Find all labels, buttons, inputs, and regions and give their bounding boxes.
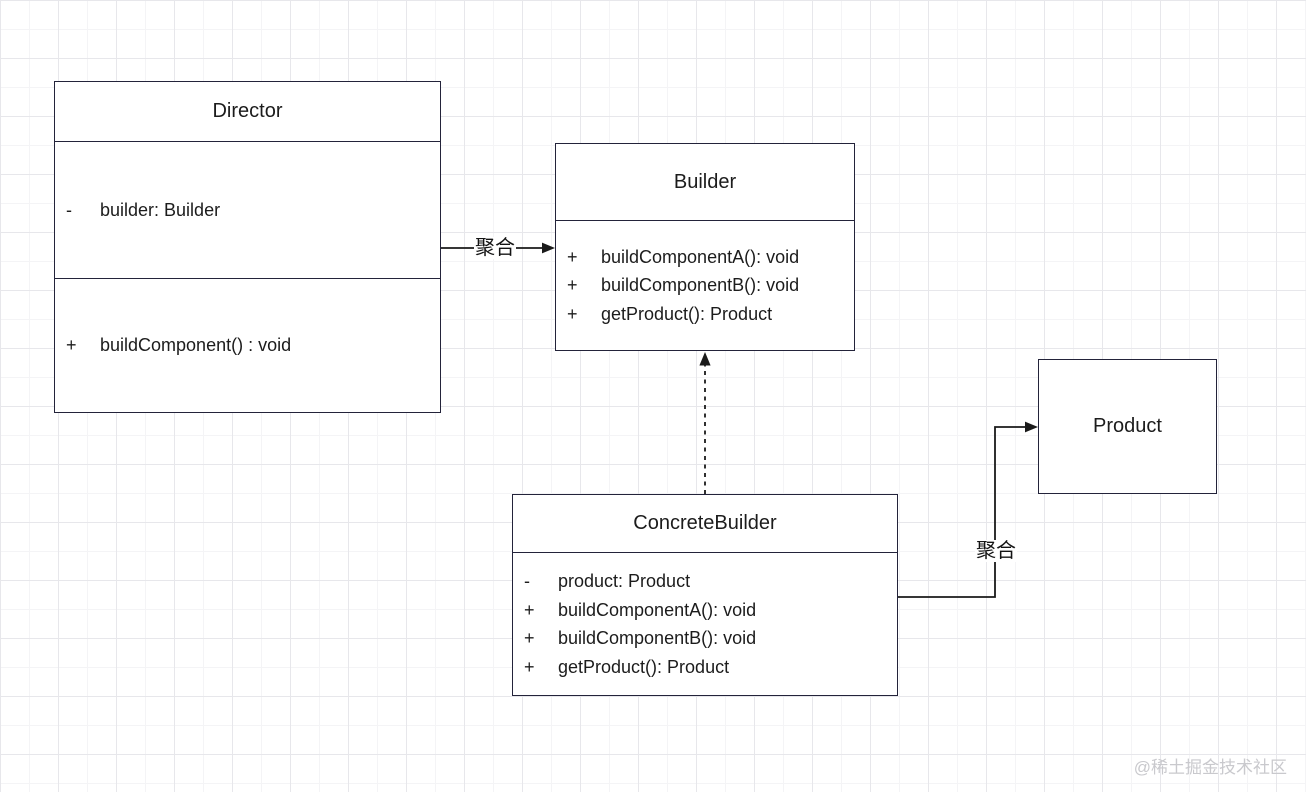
- class-title: Director: [212, 100, 283, 122]
- methods-compartment: + buildComponent() : void: [55, 278, 440, 412]
- method-row: + buildComponentA(): void: [513, 596, 897, 625]
- class-box-concretebuilder: ConcreteBuilder - product: Product + bui…: [512, 494, 898, 696]
- attribute-signature: builder: Builder: [100, 199, 221, 220]
- method-signature: buildComponent() : void: [100, 335, 292, 356]
- class-title: Product: [1093, 415, 1162, 437]
- method-signature: buildComponentA(): void: [601, 246, 800, 267]
- visibility-symbol: +: [567, 303, 578, 324]
- connector-concretebuilder-builder: [699, 352, 711, 494]
- connector-line: [898, 426, 1026, 598]
- visibility-symbol: +: [524, 656, 535, 677]
- aggregation-label: 聚合: [975, 540, 1017, 562]
- aggregation-label: 聚合: [474, 237, 516, 259]
- attribute-row: - builder: Builder: [55, 196, 440, 225]
- visibility-symbol: +: [567, 246, 578, 267]
- method-row: + buildComponentB(): void: [513, 624, 897, 653]
- method-row: + buildComponentB(): void: [556, 271, 854, 300]
- class-title: ConcreteBuilder: [633, 512, 777, 534]
- method-row: + buildComponent() : void: [55, 331, 440, 360]
- arrowhead-icon: [1025, 421, 1038, 433]
- visibility-symbol: -: [524, 571, 530, 591]
- visibility-symbol: +: [524, 599, 535, 620]
- methods-compartment: + buildComponentA(): void + buildCompone…: [556, 220, 854, 350]
- attributes-compartment: - builder: Builder: [55, 141, 440, 278]
- method-signature: buildComponentB(): void: [558, 628, 757, 648]
- arrowhead-icon: [542, 242, 555, 254]
- members-compartment: - product: Product + buildComponentA(): …: [513, 552, 897, 695]
- method-signature: buildComponentB(): void: [601, 275, 800, 296]
- connector-concretebuilder-product: [898, 421, 1038, 598]
- visibility-symbol: +: [524, 628, 535, 648]
- method-row: + getProduct(): Product: [513, 653, 897, 682]
- method-row: + getProduct(): Product: [556, 300, 854, 329]
- watermark-text: @稀土掘金技术社区: [1133, 758, 1287, 777]
- class-box-director: Director - builder: Builder + buildCompo…: [54, 81, 441, 413]
- method-signature: buildComponentA(): void: [558, 599, 757, 620]
- class-box-product: Product: [1038, 359, 1217, 494]
- visibility-symbol: +: [567, 275, 578, 296]
- method-row: + buildComponentA(): void: [556, 243, 854, 272]
- attribute-signature: product: Product: [558, 571, 691, 591]
- visibility-symbol: -: [66, 199, 72, 220]
- class-title: Builder: [673, 170, 737, 193]
- visibility-symbol: +: [66, 335, 77, 356]
- arrowhead-icon: [699, 352, 711, 366]
- class-box-builder: Builder + buildComponentA(): void + buil…: [555, 143, 855, 351]
- method-signature: getProduct(): Product: [558, 656, 730, 677]
- method-signature: getProduct(): Product: [601, 303, 773, 324]
- attribute-row: - product: Product: [513, 567, 897, 596]
